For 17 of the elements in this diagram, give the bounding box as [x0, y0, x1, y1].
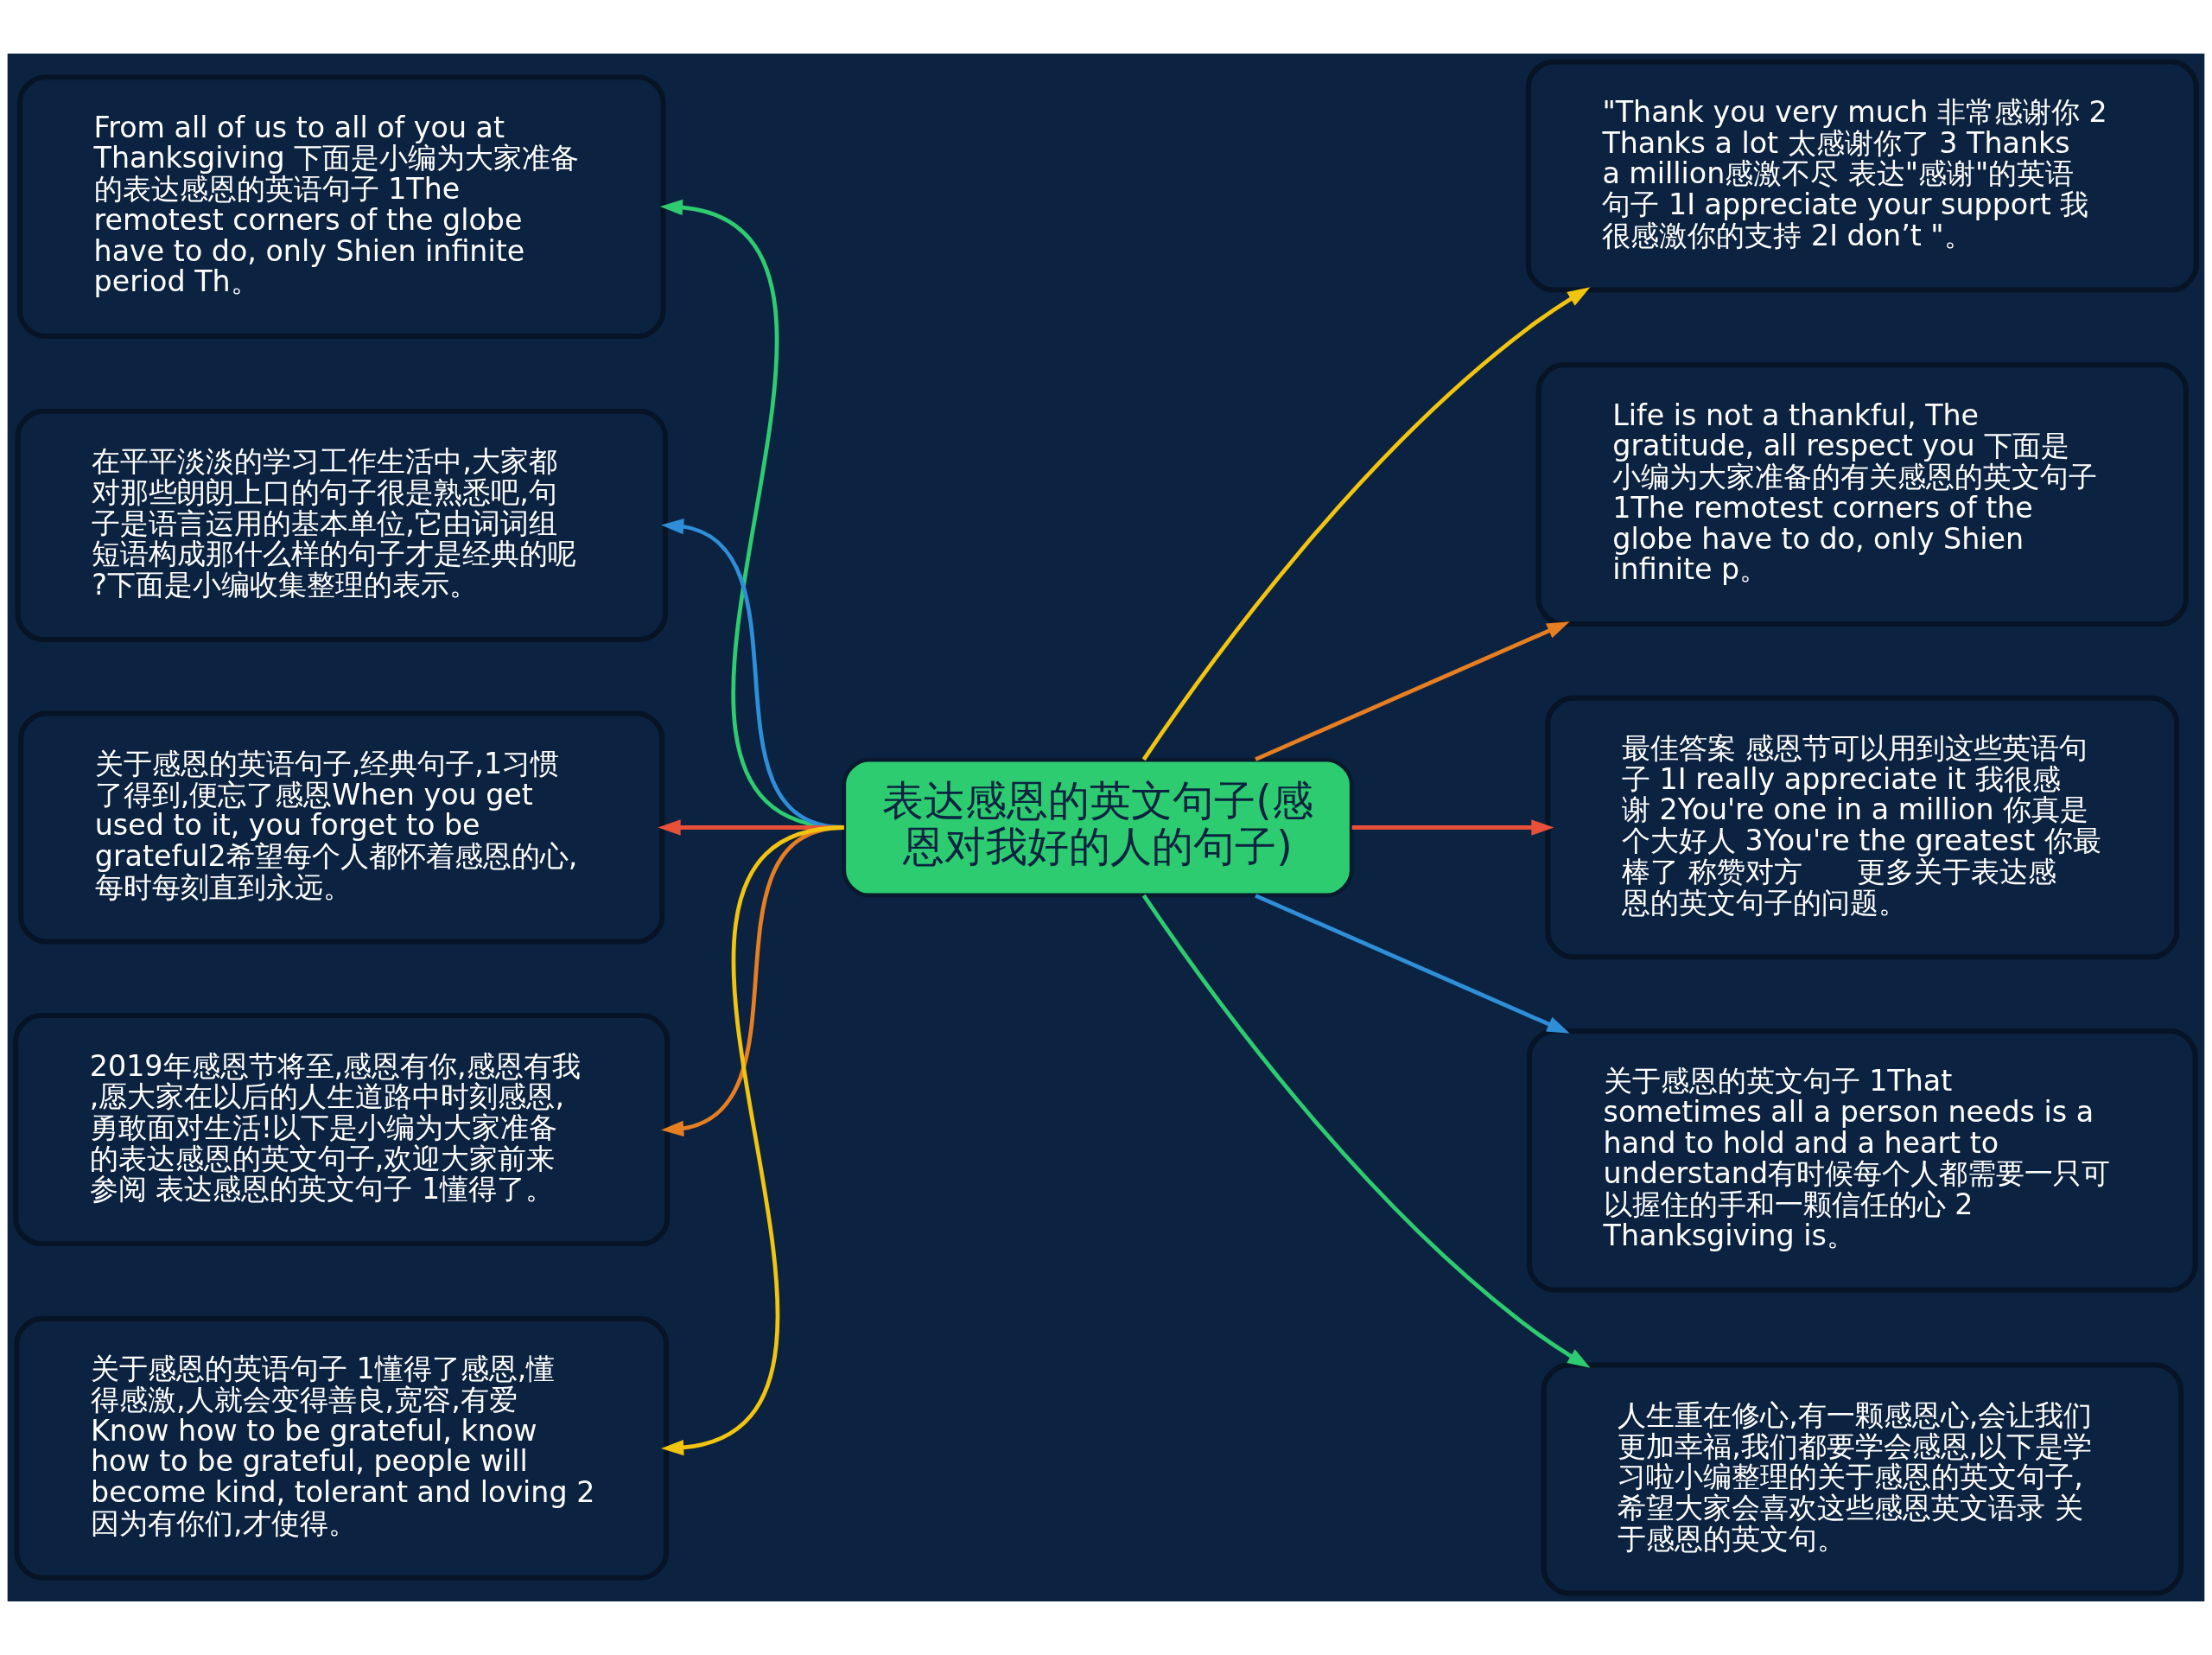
node-box: 2019年感恩节将至,感恩有你,感恩有我,愿大家在以后的人生道路中时刻感恩,勇敢面对生活!以下是小编为大家准备的表达感恩的英文句子,欢迎大家前来参阅 表达感恩的英文句子 1懂得了。 [13, 1013, 671, 1247]
node-box: 人生重在修心,有一颗感恩心,会让我们更加幸福,我们都要学会感恩,以下是学习啦小编整理的关于感恩的英文句子,希望大家会喜欢这些感恩英文语录 关于感恩的英文句。 [1541, 1362, 2183, 1596]
node-box: "Thank you very much 非常感谢你 2 Thanks a lot 太感谢你了 3 Thanks a million感激不尽 表达"感谢"的英语句子 1I appreciate your support 我很感激你的支持 2I don’t "。 [1525, 59, 2199, 293]
node-box: 关于感恩的英语句子 1懂得了感恩,懂得感激,人就会变得善良,宽容,有爱Know how to be grateful, know how to be grateful, people will become kind, tolerant and loving 2因为有你们,才使得。 [14, 1316, 669, 1581]
arrow [1141, 287, 1591, 761]
arrow [1141, 894, 1591, 1368]
node-box: 表达感恩的英文句子(感恩对我好的人的句子) [842, 757, 1354, 898]
node-box: 最佳答案 感恩节可以用到这些英语句子 1I really appreciate it 我很感谢 2You're one in a million 你真是个大好人 3You're the greatest 你最棒了 称赞对方 更多关于表达感恩的英文句子的问题。 [1545, 695, 2180, 960]
node-box: 在平平淡淡的学习工作生活中,大家都对那些朗朗上口的句子很是熟悉吧,句子是语言运用的基本单位,它由词词组短语构成那什么样的句子才是经典的呢?下面是小编收集整理的表示。 [15, 408, 668, 642]
node-box: 关于感恩的英语句子,经典句子,1习惯了得到,便忘了感恩When you get used to it, you forget to be grateful2希望每个人都怀着感恩的心,每时每刻直到永远。 [18, 710, 665, 945]
arrow [661, 825, 845, 1456]
node-box: 关于感恩的英文句子 1That sometimes all a person needs is a hand to hold and a heart to understand有时候每个人都需要一只可以握住的手和一颗信任的心 2 Thanksgiving is。 [1527, 1028, 2198, 1293]
arrow [1255, 621, 1570, 761]
node-box: Life is not a thankful, The gratitude, all respect you 下面是小编为大家准备的有关感恩的英文句子 1The remotest corners of the globe have to do, only Shien infinite p。 [1535, 362, 2189, 627]
arrow [1351, 819, 1554, 836]
node-box: From all of us to all of you at Thanksgiving 下面是小编为大家准备的表达感恩的英语句子 1The remotest corners of the globe have to do, only Shien infinite period Th。 [17, 74, 666, 339]
arrow [1255, 894, 1570, 1034]
